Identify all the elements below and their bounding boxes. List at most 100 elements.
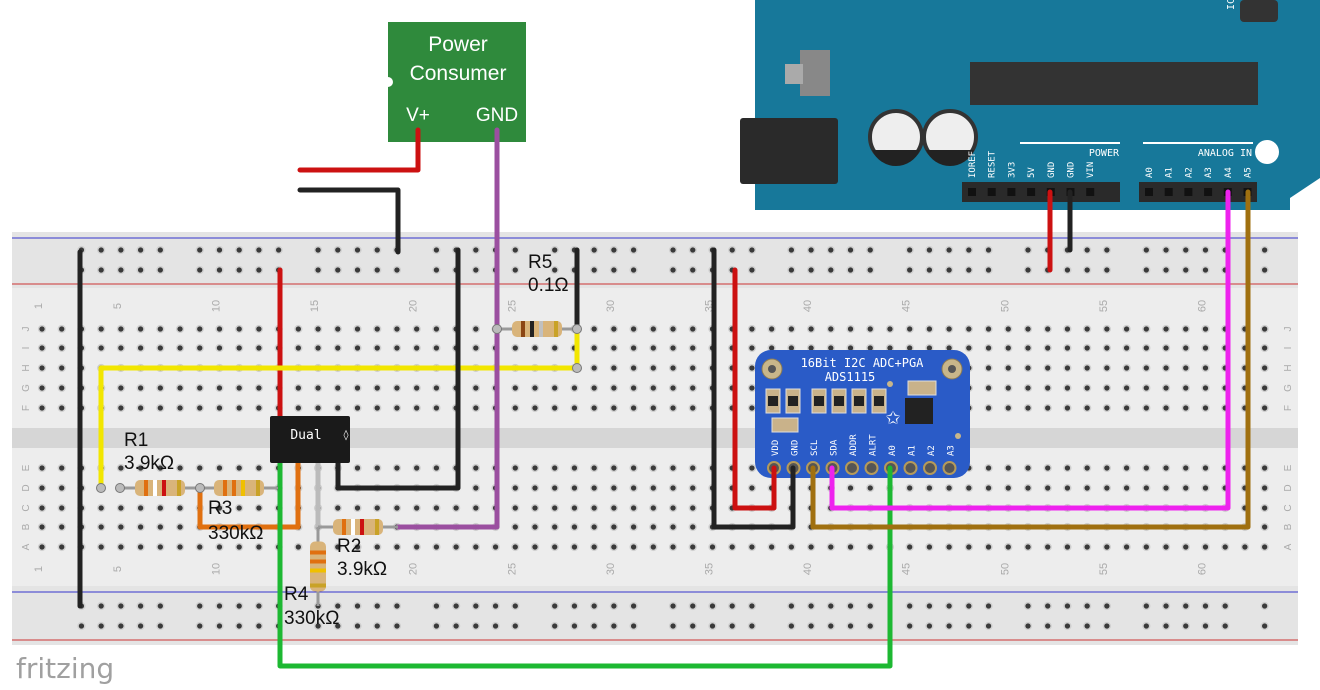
- row-label-left: A: [21, 543, 32, 550]
- breadboard-hole: [1023, 542, 1033, 552]
- rail-hole: [1181, 621, 1190, 631]
- breadboard-hole: [57, 542, 66, 552]
- breadboard-hole: [1142, 324, 1151, 334]
- rail-hole: [866, 265, 875, 275]
- arduino-pin-label: GND: [1067, 162, 1077, 178]
- rail-hole: [313, 621, 323, 631]
- rail-hole: [629, 621, 638, 631]
- breadboard-hole: [313, 403, 323, 413]
- breadboard-hole: [530, 522, 540, 532]
- breadboard-hole: [609, 343, 619, 353]
- r4-value: 330kΩ: [284, 608, 339, 629]
- breadboard-hole: [37, 483, 47, 493]
- breadboard-hole: [432, 463, 441, 473]
- rail-hole: [1260, 621, 1269, 631]
- rail-hole: [77, 621, 86, 631]
- breadboard-hole: [1102, 463, 1112, 473]
- breadboard-hole: [412, 343, 421, 353]
- resistor-r3-color-band: [256, 480, 260, 496]
- column-label-bottom: 30: [605, 563, 617, 575]
- breadboard-hole: [136, 522, 145, 532]
- breadboard-hole: [609, 403, 619, 413]
- rail-hole: [688, 265, 697, 275]
- rail-hole: [333, 265, 342, 275]
- resistor-r3-color-band: [232, 480, 236, 496]
- breadboard-hole: [1181, 463, 1190, 473]
- breadboard-hole: [1023, 324, 1033, 334]
- adc-pin: [942, 461, 957, 475]
- breadboard-hole: [1004, 403, 1013, 413]
- breadboard-hole: [511, 542, 520, 552]
- breadboard-hole: [1201, 324, 1210, 334]
- breadboard-hole: [984, 324, 993, 334]
- rail-hole: [235, 265, 244, 275]
- breadboard-hole: [806, 324, 816, 334]
- breadboard-hole: [215, 463, 224, 473]
- rail-hole: [1181, 245, 1190, 255]
- breadboard-hole: [1004, 383, 1013, 393]
- breadboard-hole: [156, 542, 165, 552]
- breadboard-hole: [195, 343, 204, 353]
- breadboard-hole: [649, 403, 658, 413]
- breadboard-hole: [570, 503, 579, 513]
- adc-pin-label: A2: [927, 445, 937, 456]
- arduino-pin-label: IOREF: [968, 151, 978, 178]
- column-label-top: 60: [1196, 300, 1208, 312]
- breadboard-hole: [97, 542, 106, 552]
- breadboard-hole: [353, 383, 362, 393]
- rail-hole: [688, 245, 697, 255]
- rail-hole: [195, 621, 204, 631]
- rail-hole: [708, 621, 717, 631]
- breadboard-hole: [609, 363, 619, 373]
- breadboard-hole: [116, 503, 126, 513]
- breadboard-hole: [37, 503, 47, 513]
- breadboard-hole: [649, 383, 658, 393]
- rail-hole: [254, 245, 264, 255]
- breadboard-hole: [37, 324, 47, 334]
- arduino-pin-socket: [1086, 188, 1095, 196]
- column-label-bottom: 20: [408, 563, 420, 575]
- breadboard-hole: [1102, 363, 1112, 373]
- rail-hole: [333, 245, 342, 255]
- breadboard-hole: [905, 483, 914, 493]
- breadboard-hole: [530, 483, 540, 493]
- breadboard-hole: [747, 324, 757, 334]
- rail-hole: [590, 245, 599, 255]
- column-label-bottom: 25: [506, 563, 518, 575]
- rail-hole: [1083, 621, 1092, 631]
- arduino-pin-label: VIN: [1086, 162, 1096, 178]
- breadboard-hole: [846, 483, 855, 493]
- rail-hole: [570, 601, 579, 611]
- breadboard-hole: [511, 343, 520, 353]
- breadboard-hole: [530, 383, 540, 393]
- rail-hole: [511, 245, 520, 255]
- breadboard-hole: [629, 383, 638, 393]
- breadboard-hole: [1063, 542, 1072, 552]
- breadboard-hole: [1043, 542, 1052, 552]
- row-label-right: B: [1283, 523, 1294, 530]
- rail-hole: [432, 601, 441, 611]
- mounting-hole: [1255, 140, 1279, 164]
- breadboard-hole: [57, 522, 66, 532]
- breadboard-hole: [195, 403, 204, 413]
- rail-hole: [1102, 245, 1112, 255]
- breadboard-hole: [885, 324, 895, 334]
- rail-hole: [1023, 245, 1033, 255]
- breadboard-hole: [294, 542, 303, 552]
- breadboard-hole: [1181, 363, 1190, 373]
- rail-hole: [925, 245, 934, 255]
- breadboard-hole: [313, 383, 323, 393]
- breadboard-hole: [609, 522, 619, 532]
- arduino-pin-socket: [1184, 188, 1193, 196]
- breadboard-hole: [1023, 463, 1033, 473]
- breadboard-hole: [1161, 542, 1171, 552]
- column-label-bottom: 45: [901, 563, 913, 575]
- breadboard-hole: [37, 542, 47, 552]
- rail-hole: [1161, 621, 1171, 631]
- column-label-top: 25: [506, 300, 518, 312]
- red-wire: [732, 267, 777, 511]
- rail-hole: [590, 601, 599, 611]
- breadboard-hole: [156, 324, 165, 334]
- breadboard-hole: [629, 503, 638, 513]
- ic-label: Dual: [290, 428, 321, 443]
